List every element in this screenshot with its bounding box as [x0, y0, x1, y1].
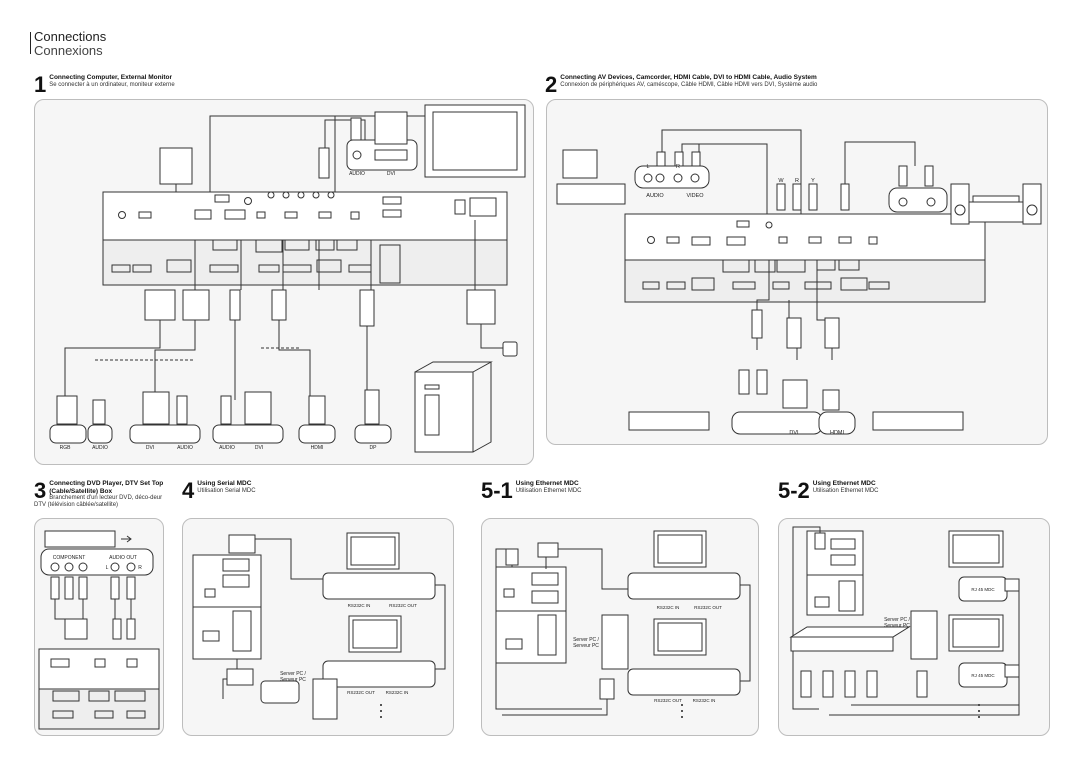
label-dvi2: DVI [255, 445, 263, 451]
label-server2: Serveur PC [884, 623, 910, 629]
section-subtitle: Se connecter à un ordinateur, moniteur e… [49, 81, 175, 88]
label-rgb: RGB [60, 445, 72, 451]
diagram-computer-connection: RGB AUDIO DVI AUDIO AUDIO DVI HDMI DP AU… [49, 104, 526, 453]
section-number: 4 [182, 478, 195, 503]
label-out2: RS232C OUT [654, 698, 682, 703]
label-dp: DP [370, 445, 378, 451]
label-video: VIDEO [686, 193, 704, 199]
section-3-heading: 3 Connecting DVD Player, DTV Set Top (Ca… [34, 480, 164, 509]
label-audio3: AUDIO [219, 445, 235, 451]
label-r: R [676, 164, 680, 170]
panel-computer-connection: RGB AUDIO DVI AUDIO AUDIO DVI HDMI DP AU… [34, 99, 534, 465]
label-hdmi: HDMI [311, 445, 324, 451]
section-5-1-heading: 5-1 Using Ethernet MDC Utilisation Ether… [481, 480, 661, 502]
section-title: Connecting Computer, External Monitor [49, 74, 173, 81]
label-rj45-1: RJ 45 MDC [971, 587, 995, 592]
label-server: Server PC / [280, 671, 306, 677]
label-in: RS232C IN [348, 603, 371, 608]
label-audio-out: AUDIO OUT [109, 555, 137, 561]
label-out: RS232C OUT [694, 605, 722, 610]
label-in2: RS232C IN [386, 690, 409, 695]
pc-tower [414, 371, 474, 453]
diagram-dvd-connection: COMPONENT AUDIO OUT L R [38, 530, 160, 730]
label-server: Server PC / [573, 637, 599, 643]
section-4-heading: 4 Using Serial MDC Utilisation Serial MD… [182, 480, 332, 502]
label-out: RS232C OUT [389, 603, 417, 608]
label-l: L [646, 164, 649, 170]
panel-ethernet-mdc-1: RS232C IN RS232C OUT RS232C OUT RS232C I… [481, 518, 759, 736]
label-audio2: AUDIO [177, 445, 193, 451]
label-in: RS232C IN [657, 605, 680, 610]
label-server2: Serveur PC [573, 643, 599, 649]
label-dvi: DVI [789, 430, 799, 436]
panel-ethernet-mdc-2: RJ 45 MDC RJ 45 MDC Server PC / Serveur … [778, 518, 1050, 736]
label-audio: AUDIO [92, 445, 108, 451]
label-rj45-2: RJ 45 MDC [971, 673, 995, 678]
label-monitor-audio: AUDIO [349, 171, 365, 177]
section-number: 3 [34, 478, 47, 503]
section-title: Connecting DVD Player, DTV Set Top (Cabl… [49, 480, 164, 495]
panel-dvd-connection: COMPONENT AUDIO OUT L R [34, 518, 164, 736]
page-header: Connections Connexions [34, 30, 106, 58]
section-5-2-heading: 5-2 Using Ethernet MDC Utilisation Ether… [778, 480, 958, 502]
section-number: 2 [545, 72, 558, 97]
section-title: Using Ethernet MDC [515, 480, 579, 487]
label-component: COMPONENT [53, 555, 86, 561]
section-subtitle: Utilisation Ethernet MDC [812, 487, 879, 494]
section-subtitle: Branchement d'un lecteur DVD, déco-deur … [34, 495, 163, 508]
label-r: R [138, 565, 142, 571]
panel-serial-mdc: RS232C IN RS232C OUT RS232C OUT RS232C I… [182, 518, 454, 736]
label-dvi: DVI [146, 445, 154, 451]
diagram-ethernet-mdc-2: RJ 45 MDC RJ 45 MDC Server PC / Serveur … [789, 526, 1020, 718]
display-rear-labels [102, 239, 508, 286]
external-monitor [424, 104, 526, 178]
panel-av-connection: AUDIO VIDEO L R W R Y DVI HDMI [546, 99, 1048, 445]
section-subtitle: Connexion de périphériques AV, caméscope… [560, 81, 818, 88]
label-l: L [106, 565, 109, 571]
section-number: 1 [34, 72, 47, 97]
section-title: Using Ethernet MDC [812, 480, 876, 487]
section-title: Connecting AV Devices, Camcorder, HDMI C… [560, 74, 817, 81]
diagram-ethernet-mdc-1: RS232C IN RS232C OUT RS232C OUT RS232C I… [495, 530, 751, 718]
label-hdmi: HDMI [830, 430, 845, 436]
section-number: 5-2 [778, 478, 810, 503]
label-out2: RS232C OUT [347, 690, 375, 695]
diagram-av-connection: AUDIO VIDEO L R W R Y DVI HDMI [556, 129, 1042, 436]
section-title: Using Serial MDC [197, 480, 252, 487]
section-subtitle: Utilisation Ethernet MDC [515, 487, 582, 494]
label-y: Y [811, 178, 815, 184]
label-server: Server PC / [884, 617, 910, 623]
section-subtitle: Utilisation Serial MDC [197, 487, 256, 494]
label-monitor-dvi: DVI [387, 171, 395, 177]
display-rear-panel [102, 191, 508, 241]
page-subtitle: Connexions [34, 43, 103, 58]
label-w: W [778, 178, 784, 184]
section-1-heading: 1 Connecting Computer, External Monitor … [34, 74, 434, 96]
label-audio: AUDIO [646, 193, 664, 199]
diagram-serial-mdc: RS232C IN RS232C OUT RS232C OUT RS232C I… [192, 532, 446, 720]
header-bar [30, 32, 31, 54]
label-in2: RS232C IN [693, 698, 716, 703]
section-2-heading: 2 Connecting AV Devices, Camcorder, HDMI… [545, 74, 1045, 96]
display-rear-panel [624, 213, 986, 261]
label-r2: R [795, 178, 799, 184]
section-number: 5-1 [481, 478, 513, 503]
page-title: Connections [34, 29, 107, 44]
label-server2: Serveur PC [280, 677, 306, 683]
